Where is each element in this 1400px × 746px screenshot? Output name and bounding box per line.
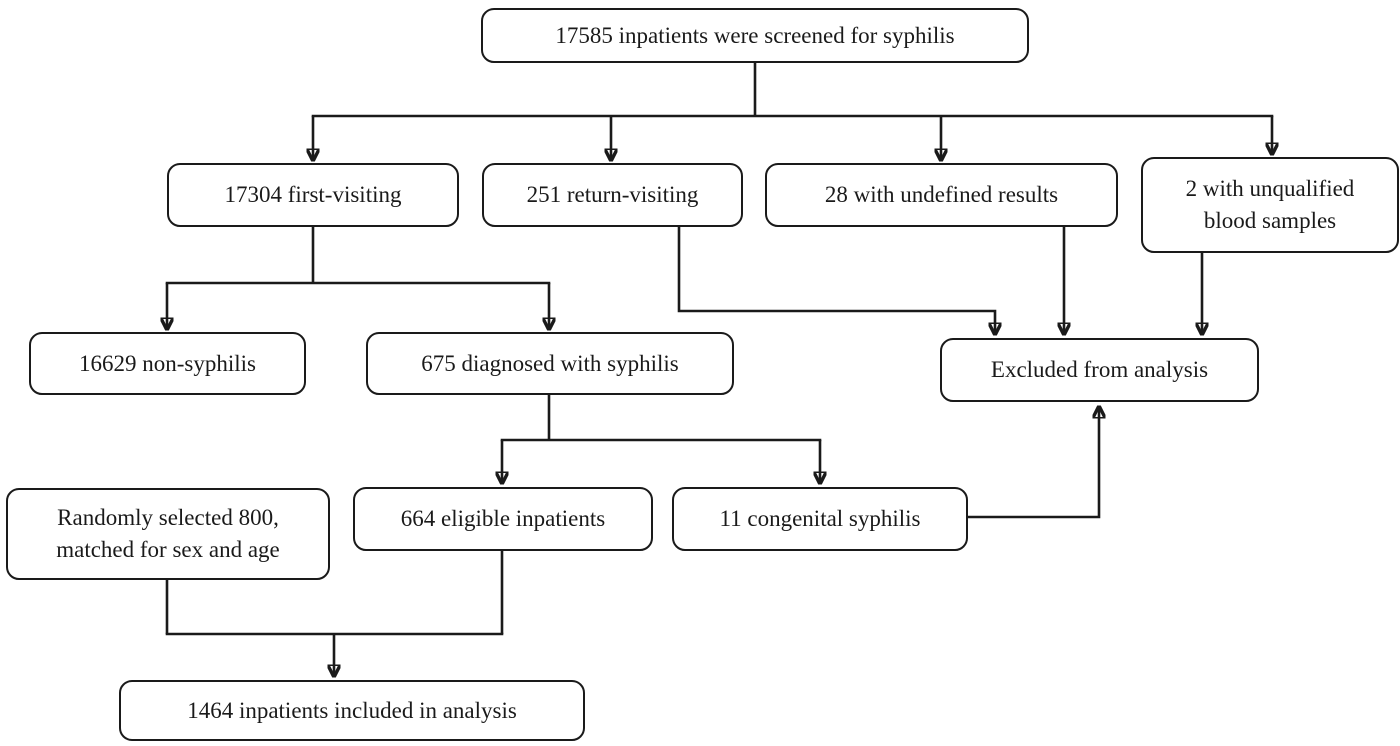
connector-congenital-to-excluded <box>966 407 1099 519</box>
node-diagnosed-syphilis: 675 diagnosed with syphilis <box>366 332 734 395</box>
node-return-visiting: 251 return-visiting <box>482 163 743 227</box>
node-non-syphilis: 16629 non-syphilis <box>29 332 306 395</box>
node-eligible: 664 eligible inpatients <box>353 487 653 551</box>
node-screened: 17585 inpatients were screened for syphi… <box>481 8 1029 63</box>
node-randomly-selected: Randomly selected 800, matched for sex a… <box>6 488 330 580</box>
node-included: 1464 inpatients included in analysis <box>119 680 585 741</box>
node-unqualified-blood: 2 with unqualified blood samples <box>1141 157 1399 253</box>
node-congenital: 11 congenital syphilis <box>672 487 968 551</box>
node-excluded: Excluded from analysis <box>940 338 1259 402</box>
node-undefined-results: 28 with undefined results <box>765 163 1118 227</box>
connector-return-visiting-to-excluded <box>677 227 995 334</box>
node-first-visiting: 17304 first-visiting <box>167 163 459 227</box>
